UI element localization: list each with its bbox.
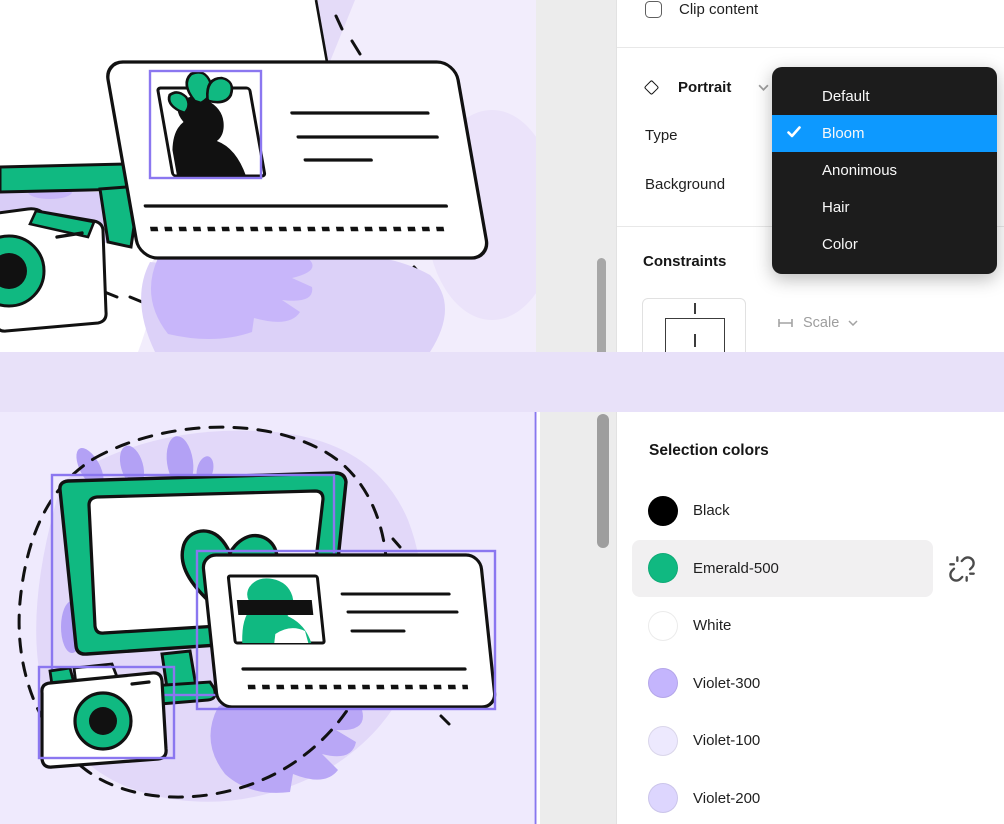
menu-item-default[interactable]: Default (772, 78, 997, 115)
background-property-label: Background (645, 176, 726, 193)
constraints-frame (665, 318, 725, 352)
constraints-header: Constraints (643, 253, 727, 270)
top-screenshot-section: Clip content Portrait Type Background Co… (0, 0, 1004, 352)
wedge-outline (314, 0, 329, 63)
color-swatch[interactable] (648, 553, 678, 583)
row-highlight (632, 539, 933, 597)
color-label: White (693, 617, 732, 634)
id-card[interactable] (105, 60, 490, 260)
color-label: Black (693, 502, 730, 519)
color-row-violet-200[interactable]: Violet-200 (617, 770, 1004, 824)
color-row-emerald-500[interactable]: Emerald-500 (617, 539, 1004, 598)
horizontal-constraint-select[interactable]: Scale (777, 315, 858, 331)
card-text-lines (143, 111, 451, 232)
clip-content-label: Clip content (679, 1, 759, 18)
component-diamond-icon (643, 79, 660, 95)
menu-item-color[interactable]: Color (772, 226, 997, 263)
sprout-leaves (167, 71, 234, 115)
dashed-blob-outline (17, 425, 389, 799)
camera-lens (89, 707, 117, 735)
constraints-widget[interactable] (642, 298, 746, 352)
constraint-tick-center[interactable] (694, 334, 696, 347)
menu-item-bloom[interactable]: Bloom (772, 115, 997, 152)
censor-bar (236, 600, 314, 615)
detach-style-icon[interactable] (948, 555, 976, 583)
type-property-label: Type (645, 127, 678, 144)
clip-content-checkbox[interactable] (645, 1, 662, 18)
vertical-scrollbar-thumb[interactable] (597, 258, 606, 352)
color-row-violet-100[interactable]: Violet-100 (617, 712, 1004, 770)
color-swatch[interactable] (648, 610, 678, 641)
component-name: Portrait (678, 78, 732, 96)
camera-flap (28, 209, 96, 239)
portrait-silhouette (172, 96, 247, 176)
dash-marks (391, 537, 451, 726)
menu-item-hair[interactable]: Hair (772, 189, 997, 226)
horizontal-constraint-value: Scale (803, 315, 840, 331)
camera-selection-outline (37, 665, 176, 760)
camera-lens (0, 253, 27, 289)
menu-item-anonimous[interactable]: Anonimous (772, 152, 997, 189)
selection-colors-list: Black Emerald-500 (617, 482, 1004, 824)
variant-dropdown-menu: Default Bloom Anonimous Hair Color (772, 67, 997, 274)
horizontal-constraint-icon (778, 319, 793, 327)
card-selection-outline (195, 549, 497, 711)
camera-illustration[interactable] (40, 662, 168, 769)
menu-item-label: Bloom (822, 125, 865, 142)
color-swatch[interactable] (648, 783, 678, 813)
bottom-screenshot-section: Selection colors Black Emerald-500 (0, 412, 1004, 824)
clip-content-row[interactable]: Clip content (645, 1, 758, 18)
menu-item-label: Anonimous (822, 162, 898, 179)
workspace-illustration[interactable] (0, 412, 536, 824)
separator-band (0, 352, 1004, 412)
camera-illustration[interactable] (0, 207, 108, 333)
color-label: Violet-200 (693, 789, 761, 807)
selection-colors-panel: Selection colors Black Emerald-500 (616, 412, 1004, 824)
vertical-scrollbar-thumb[interactable] (597, 414, 609, 548)
divider (617, 47, 1004, 48)
id-card-illustration[interactable] (0, 0, 558, 352)
color-row-black[interactable]: Black (617, 482, 1004, 540)
menu-item-label: Default (822, 88, 870, 105)
violet-300-blob (210, 689, 363, 793)
color-row-violet-300[interactable]: Violet-300 (617, 655, 1004, 713)
violet-300-blob (150, 249, 313, 340)
color-swatch[interactable] (648, 725, 678, 756)
camera-viewfinder (55, 231, 84, 239)
color-row-white[interactable]: White (617, 597, 1004, 655)
canvas-top[interactable] (0, 0, 558, 352)
camera-viewfinder (130, 680, 151, 686)
color-label: Emerald-500 (693, 559, 779, 577)
menu-item-label: Color (822, 236, 858, 253)
component-row[interactable]: Portrait (643, 76, 769, 98)
color-label: Violet-100 (693, 732, 761, 749)
color-swatch[interactable] (648, 668, 678, 698)
menu-item-label: Hair (822, 199, 850, 216)
frame-edge (534, 412, 537, 824)
chevron-down-icon[interactable] (758, 84, 769, 91)
color-swatch[interactable] (648, 495, 678, 526)
selection-colors-header: Selection colors (649, 442, 769, 459)
canvas-bottom[interactable] (0, 412, 536, 824)
chevron-down-icon (848, 320, 858, 326)
card-text-lines (241, 592, 469, 690)
photo-selection-outline (148, 69, 263, 180)
constraint-tick-top[interactable] (694, 303, 696, 314)
id-card[interactable] (201, 553, 497, 709)
checkmark-icon (787, 126, 801, 138)
color-label: Violet-300 (693, 674, 761, 692)
